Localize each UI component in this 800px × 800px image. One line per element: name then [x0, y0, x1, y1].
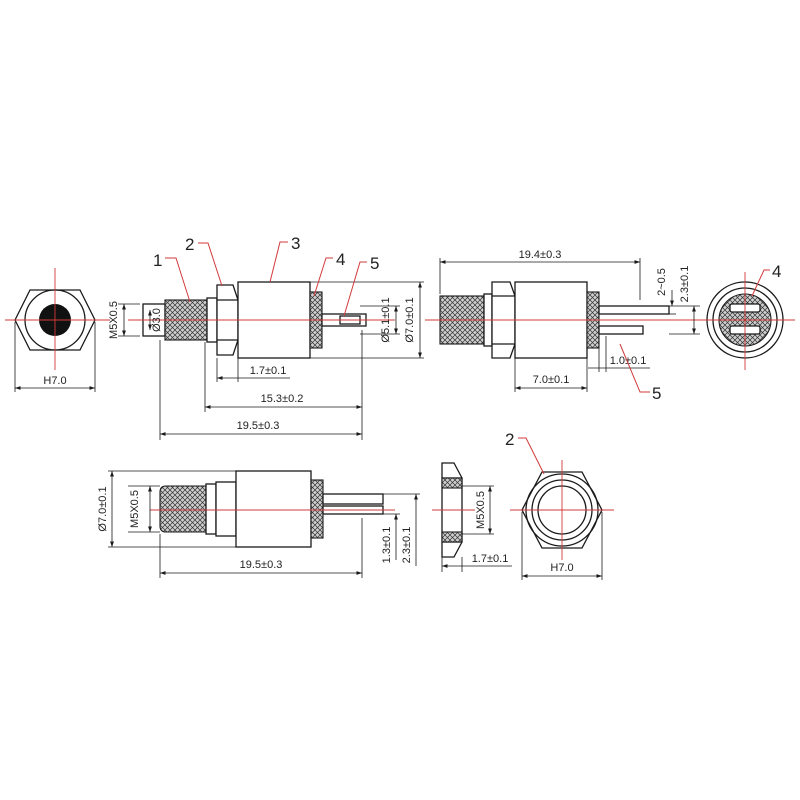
- side-view-top: M5X0.5 Ø3.0 Ø5.1±0.1 Ø7.0±0.1 1.7±0.1 15…: [108, 234, 424, 440]
- callout-2-nut: 2: [505, 430, 514, 449]
- dim-dia-7-bottom: Ø7.0±0.1: [97, 486, 109, 531]
- dim-h-1-3: 1.3±0.1: [381, 527, 393, 564]
- pin-r-1: [598, 305, 670, 315]
- nut-face-view: H7.0 2: [505, 430, 614, 580]
- dim-nut-thk: 1.7±0.1: [472, 553, 509, 565]
- dim-dia-7-top: Ø7.0±0.1: [404, 297, 416, 342]
- dim-len-15-3: 15.3±0.2: [261, 393, 304, 405]
- dim-hex-flat-left: H7.0: [43, 375, 66, 387]
- dim-dia-5-1: Ø5.1±0.1: [380, 297, 392, 342]
- callout-3: 3: [291, 234, 300, 253]
- callout-4-right: 4: [772, 262, 781, 281]
- main-body-b: [235, 470, 312, 548]
- dim-h-2-3-bottom: 2.3±0.1: [401, 527, 413, 564]
- pin-r-2: [598, 325, 644, 335]
- dim-dia-3: Ø3.0: [151, 308, 163, 332]
- dim-nut-width: 1.7±0.1: [250, 365, 287, 377]
- pin-b-1: [322, 493, 384, 505]
- dim-len-19-5-bottom: 19.5±0.3: [240, 559, 283, 571]
- side-view-right: 19.4±0.3 2~0.5 2.3±0.1 7.0±0.1 1.0±0.1 5: [425, 249, 705, 403]
- dim-len-19-5-top: 19.5±0.3: [237, 420, 280, 432]
- end-view-left: H7.0: [5, 268, 110, 392]
- callout-5-right: 5: [652, 384, 661, 403]
- dim-thread-bottom: M5X0.5: [129, 490, 141, 528]
- thread-section-b: [159, 485, 207, 533]
- dim-hex-flat-right: H7.0: [550, 562, 573, 574]
- dim-h-2-3-top: 2.3±0.1: [679, 266, 691, 303]
- seal-b: [310, 479, 324, 539]
- dim-len-19-4: 19.4±0.3: [519, 249, 562, 261]
- callout-2: 2: [185, 235, 194, 254]
- dim-gap-2: 2~0.5: [656, 268, 668, 296]
- callout-5: 5: [370, 254, 379, 273]
- dim-len-7-0: 7.0±0.1: [533, 374, 570, 386]
- dim-pin-1-0: 1.0±0.1: [610, 355, 647, 367]
- side-view-bottom: Ø7.0±0.1 M5X0.5 19.5±0.3 1.3±0.1 2.3±0.1: [97, 470, 420, 578]
- callout-4: 4: [336, 250, 345, 269]
- nut-side-view: M5X0.5 1.7±0.1: [432, 462, 512, 572]
- callout-1: 1: [153, 251, 162, 270]
- dim-thread-left: M5X0.5: [108, 301, 120, 339]
- end-view-right: 4: [700, 262, 795, 370]
- nut-b: [215, 481, 237, 537]
- dim-nut-thread: M5X0.5: [475, 491, 487, 529]
